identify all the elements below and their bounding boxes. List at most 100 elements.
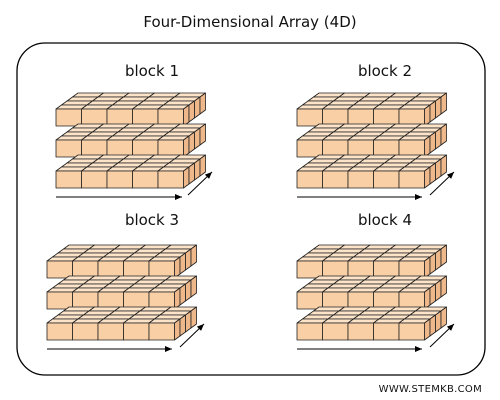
cell-front-face xyxy=(55,170,82,189)
cell-front-face xyxy=(157,170,184,189)
cell-side-face xyxy=(424,256,431,279)
cell-front-face xyxy=(322,108,349,127)
cell-side-face xyxy=(188,162,195,185)
cell-side-face xyxy=(185,248,192,271)
cell-front-face xyxy=(373,108,400,127)
cell-side-face xyxy=(194,158,201,181)
cell-front-face xyxy=(148,260,175,279)
cell-front-face xyxy=(322,170,349,189)
cell-side-face xyxy=(183,166,190,189)
cell-side-face xyxy=(424,287,431,310)
cell-side-face xyxy=(435,279,442,302)
cell-side-face xyxy=(179,283,186,306)
cell-front-face xyxy=(398,291,425,310)
block-3-layers xyxy=(46,244,197,341)
cell-front-face xyxy=(296,108,323,127)
cell-front-face xyxy=(148,291,175,310)
cell-side-face xyxy=(429,131,436,154)
cell-front-face xyxy=(398,170,425,189)
cell-side-face xyxy=(194,127,201,150)
cell-side-face xyxy=(435,158,442,181)
cell-side-face xyxy=(174,287,181,310)
cell-front-face xyxy=(322,322,349,341)
cell-front-face xyxy=(373,139,400,158)
site-credit: WWW.STEMKB.COM xyxy=(379,384,482,395)
block-2-depth-axis-arrow xyxy=(429,171,455,196)
cell-front-face xyxy=(296,170,323,189)
cell-front-face xyxy=(97,291,124,310)
cell-front-face xyxy=(72,260,99,279)
cell-side-face xyxy=(188,100,195,123)
cell-front-face xyxy=(55,139,82,158)
cell-side-face xyxy=(199,154,206,177)
cell-side-face xyxy=(429,314,436,337)
outer-frame xyxy=(16,42,486,376)
cell-front-face xyxy=(55,108,82,127)
cell-side-face xyxy=(435,248,442,271)
block-4: block 4 xyxy=(296,211,455,352)
cell-side-face xyxy=(174,256,181,279)
cell-front-face xyxy=(398,108,425,127)
cell-side-face xyxy=(424,104,431,127)
block-1-layers xyxy=(55,92,206,189)
array-layer xyxy=(296,154,447,189)
array-layer xyxy=(46,244,197,279)
cell-side-face xyxy=(429,283,436,306)
cell-side-face xyxy=(435,96,442,119)
array-layer xyxy=(46,275,197,310)
cell-side-face xyxy=(185,279,192,302)
cell-side-face xyxy=(440,154,447,177)
cell-side-face xyxy=(199,92,206,115)
block-1-label: block 1 xyxy=(125,62,179,80)
array-layer xyxy=(46,306,197,341)
cell-front-face xyxy=(296,260,323,279)
cell-front-face xyxy=(373,291,400,310)
block-2-label: block 2 xyxy=(358,62,412,80)
cell-front-face xyxy=(157,108,184,127)
block-3-label: block 3 xyxy=(125,211,179,229)
cell-front-face xyxy=(132,108,159,127)
cell-front-face xyxy=(72,291,99,310)
cell-front-face xyxy=(106,139,133,158)
cell-side-face xyxy=(435,310,442,333)
block-2-layers xyxy=(296,92,447,189)
cell-front-face xyxy=(81,139,108,158)
cell-side-face xyxy=(183,104,190,127)
cell-front-face xyxy=(398,322,425,341)
array-layer xyxy=(296,123,447,158)
cell-front-face xyxy=(148,322,175,341)
cell-front-face xyxy=(347,260,374,279)
cell-side-face xyxy=(440,306,447,329)
cell-side-face xyxy=(190,275,197,298)
cell-front-face xyxy=(347,170,374,189)
cell-front-face xyxy=(296,139,323,158)
cell-side-face xyxy=(424,166,431,189)
cell-side-face xyxy=(429,252,436,275)
cell-side-face xyxy=(190,306,197,329)
cell-front-face xyxy=(132,170,159,189)
diagram-title: Four-Dimensional Array (4D) xyxy=(143,13,356,31)
array-layer xyxy=(55,123,206,158)
cell-front-face xyxy=(347,139,374,158)
cell-side-face xyxy=(179,252,186,275)
cell-front-face xyxy=(97,260,124,279)
array-layer xyxy=(55,92,206,127)
cell-side-face xyxy=(424,135,431,158)
cell-side-face xyxy=(424,318,431,341)
cell-side-face xyxy=(174,318,181,341)
cell-front-face xyxy=(123,291,150,310)
block-1: block 1 xyxy=(55,62,213,200)
cell-front-face xyxy=(373,170,400,189)
cell-front-face xyxy=(46,322,73,341)
cell-side-face xyxy=(429,162,436,185)
cell-front-face xyxy=(46,260,73,279)
cell-front-face xyxy=(81,108,108,127)
cell-side-face xyxy=(440,244,447,267)
cell-front-face xyxy=(373,260,400,279)
array-layer xyxy=(55,154,206,189)
cell-front-face xyxy=(97,322,124,341)
cell-side-face xyxy=(194,96,201,119)
cell-front-face xyxy=(347,291,374,310)
array-layer xyxy=(296,92,447,127)
